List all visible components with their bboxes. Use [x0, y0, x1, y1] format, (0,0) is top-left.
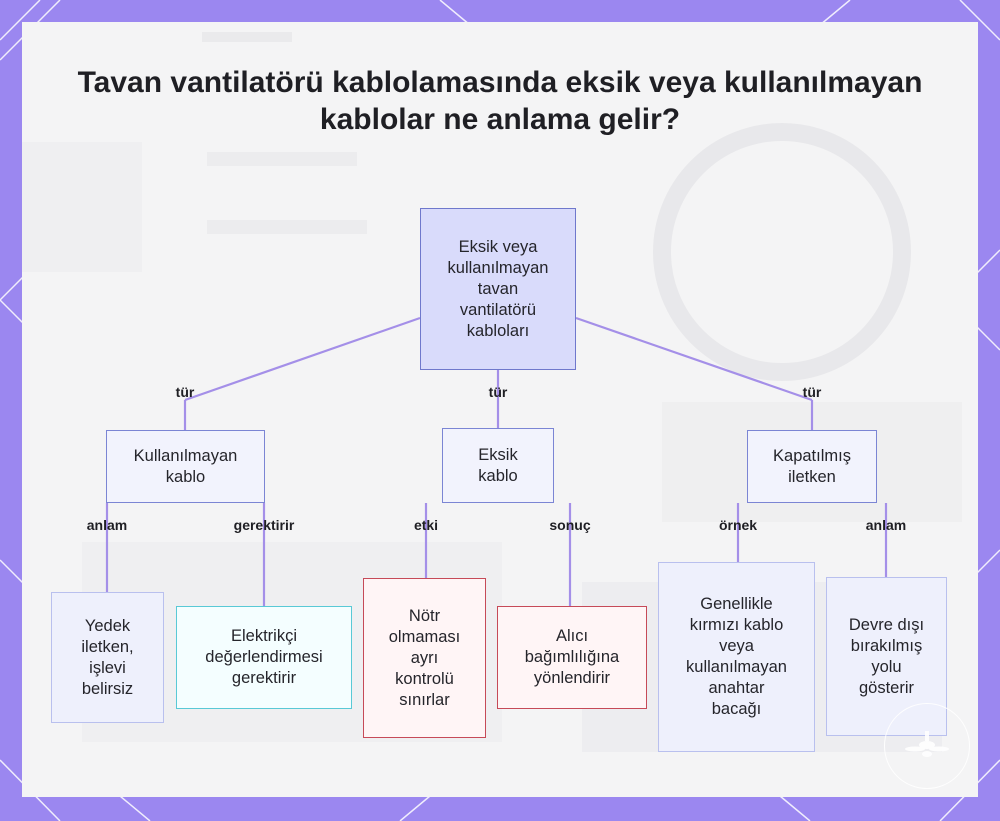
leaf-receiver-dependency: Alıcı bağımlılığına yönlendirir: [497, 606, 647, 709]
edge-label-tur-1: tür: [175, 384, 195, 400]
edge-label-gerektirir: gerektirir: [233, 517, 295, 533]
edge-root-branch-1: [184, 316, 421, 402]
leaf-no-neutral: Nötr olmaması ayrı kontrolü sınırlar: [363, 578, 486, 738]
leaf-red-wire-example: Genellikle kırmızı kablo veya kullanılma…: [658, 562, 815, 752]
leaf-spare-conductor: Yedek iletken, işlevi belirsiz: [51, 592, 164, 723]
edge-label-tur-3: tür: [802, 384, 822, 400]
diagram-title: Tavan vantilatörü kablolamasında eksik v…: [77, 66, 923, 136]
leaf-electrician-evaluation: Elektrikçi değerlendirmesi gerektirir: [176, 606, 352, 709]
edge-root-branch-3: [575, 316, 813, 402]
edge-label-anlam-2: anlam: [865, 517, 907, 533]
ceiling-fan-icon: [884, 703, 970, 789]
edge-label-tur-2: tür: [488, 384, 508, 400]
root-node: Eksik veya kullanılmayan tavan vantilatö…: [420, 208, 576, 370]
edge-label-anlam-1: anlam: [86, 517, 128, 533]
edge-label-sonuc: sonuç: [549, 517, 591, 533]
edge-label-ornek: örnek: [718, 517, 758, 533]
edge-label-etki: etki: [413, 517, 439, 533]
